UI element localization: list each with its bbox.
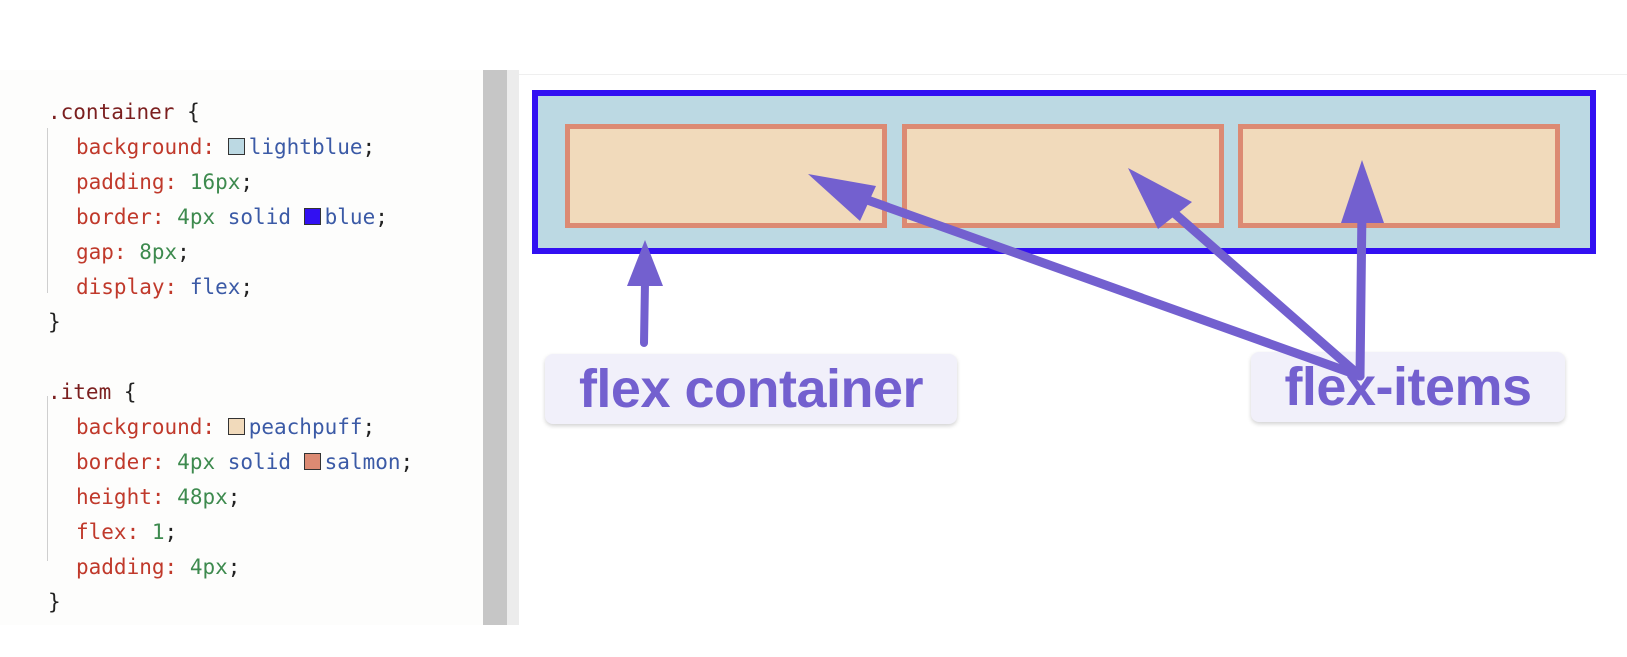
lightblue-swatch	[227, 138, 245, 155]
flex-item-demo-1	[565, 124, 887, 228]
css-code: .container { background: lightblue; padd…	[48, 95, 413, 620]
declaration-border: border: 4px solid blue;	[76, 205, 388, 229]
declaration-flex: flex: 1;	[76, 520, 178, 544]
container-close-brace: }	[48, 310, 61, 334]
declaration-border: border: 4px solid salmon;	[76, 450, 414, 474]
flex-item-demo-3	[1238, 124, 1560, 228]
preview-gutter	[507, 70, 519, 625]
declaration-padding: padding: 4px;	[76, 555, 241, 579]
item-selector: .item	[48, 380, 112, 404]
code-editor-panel	[0, 70, 483, 625]
flex-item-demo-2	[902, 124, 1224, 228]
declaration-gap: gap: 8px;	[76, 240, 190, 264]
container-selector: .container	[48, 100, 175, 124]
flex-items-label: flex-items	[1251, 352, 1565, 422]
item-selector-line: .item {	[48, 380, 137, 404]
preview-divider	[519, 74, 1627, 75]
blue-swatch	[303, 208, 321, 225]
item-rule-guide	[47, 396, 48, 561]
peachpuff-swatch	[227, 418, 245, 435]
container-rule-guide	[47, 128, 48, 293]
declaration-background: background: lightblue;	[76, 135, 376, 159]
declaration-display: display: flex;	[76, 275, 254, 299]
flex-container-label: flex container	[545, 354, 957, 424]
declaration-background: background: peachpuff;	[76, 415, 376, 439]
arrow-to-container	[627, 240, 663, 347]
container-selector-line: .container {	[48, 100, 200, 124]
blank-line	[48, 340, 413, 375]
item-close-brace: }	[48, 590, 61, 614]
declaration-padding: padding: 16px;	[76, 170, 254, 194]
panel-splitter[interactable]	[483, 70, 507, 625]
declaration-height: height: 48px;	[76, 485, 241, 509]
salmon-swatch	[303, 453, 321, 470]
